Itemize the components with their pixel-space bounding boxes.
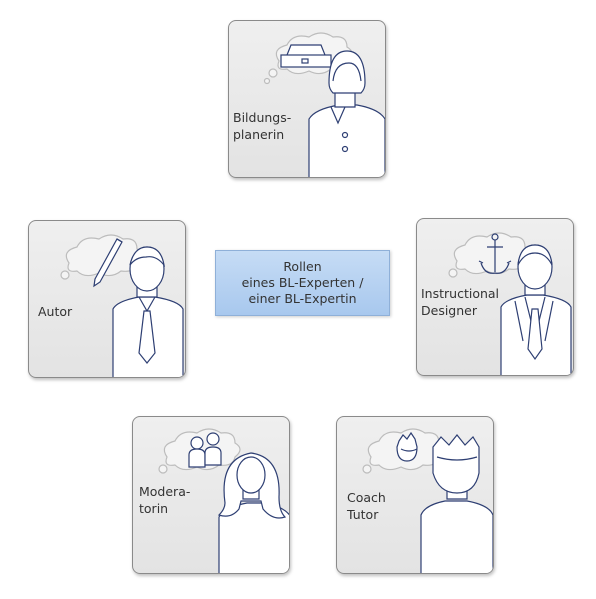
center-title-box: Rollen eines BL-Experten / einer BL-Expe… [215, 250, 390, 316]
center-line-2: eines BL-Experten / [241, 275, 364, 290]
role-label-coach-tutor: Coach Tutor [347, 490, 386, 522]
center-line-3: einer BL-Expertin [248, 291, 357, 306]
man-with-person-thought-icon [362, 428, 493, 573]
role-card-moderatorin: Modera- torin [132, 416, 290, 574]
role-label-bildungsplanerin: Bildungs- planerin [233, 110, 292, 142]
center-line-1: Rollen [283, 259, 322, 274]
man-with-anchor-thought-icon [448, 232, 572, 375]
role-label-instructional-designer: Instructional Designer [421, 286, 500, 318]
role-card-autor: Autor [28, 220, 186, 378]
role-card-instructional-designer: Instructional Designer [416, 218, 574, 376]
man-with-pen-thought-icon [60, 234, 184, 377]
role-label-autor: Autor [38, 304, 73, 319]
role-label-moderatorin: Modera- torin [139, 484, 191, 516]
role-card-bildungsplanerin: Bildungs- planerin [228, 20, 386, 178]
woman-with-drawer-thought-icon [263, 32, 385, 177]
role-card-coach-tutor: Coach Tutor [336, 416, 494, 574]
woman-with-group-thought-icon [158, 428, 289, 573]
